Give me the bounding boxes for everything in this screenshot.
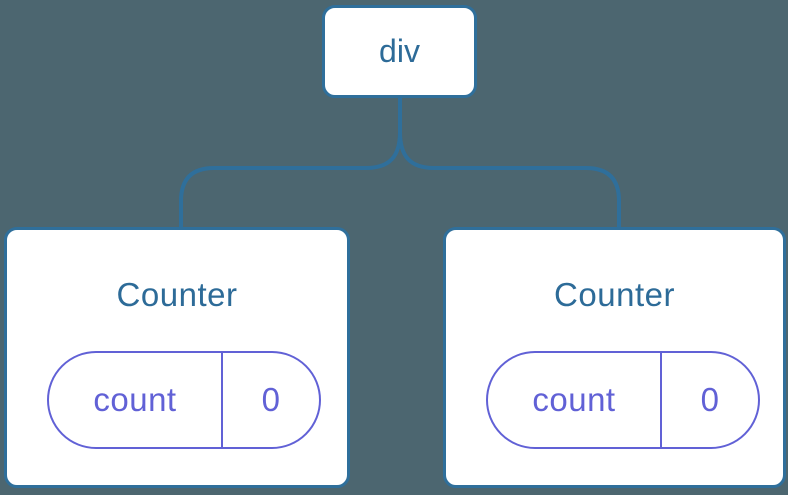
component-title: Counter xyxy=(116,276,238,313)
connector-right-branch xyxy=(398,98,621,229)
state-divider xyxy=(660,353,662,447)
state-pill: count 0 xyxy=(486,351,760,449)
state-value-cell: 0 xyxy=(662,353,758,447)
connector-left-branch xyxy=(179,98,402,229)
state-divider xyxy=(221,353,223,447)
state-value-label: 0 xyxy=(700,381,720,418)
state-pill: count 0 xyxy=(47,351,321,449)
component-node-left: Counter count 0 xyxy=(4,227,350,488)
state-key-label: count xyxy=(532,381,616,418)
state-value-label: 0 xyxy=(261,381,281,418)
root-node: div xyxy=(322,5,477,98)
component-title: Counter xyxy=(554,276,675,313)
state-key-cell: count xyxy=(488,353,660,447)
state-key-cell: count xyxy=(49,353,221,447)
state-value-cell: 0 xyxy=(223,353,319,447)
root-node-label: div xyxy=(379,33,420,69)
state-key-label: count xyxy=(93,381,177,418)
component-node-right: Counter count 0 xyxy=(443,227,786,488)
